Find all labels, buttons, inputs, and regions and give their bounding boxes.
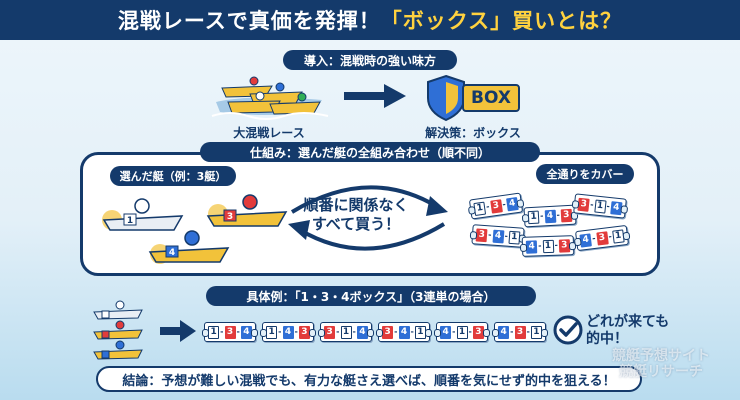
cover-all-label: 全通りをカバー — [536, 164, 634, 184]
title-bar: 混戦レースで真価を発揮！ 「ボックス」買いとは？ — [0, 0, 740, 40]
combo-1-3-4: 1- 3- 4 — [202, 322, 258, 342]
mechanism-center-text: 順番に関係なく すべて買う！ — [303, 196, 409, 233]
boat-3-number: 3 — [227, 212, 233, 222]
example-label: 具体例：「1・3・4ボックス」（3連単の場合） — [206, 286, 536, 306]
box-badge: BOX — [462, 84, 520, 112]
cycle-arrows-icon — [288, 185, 448, 251]
checkmark-icon — [553, 315, 583, 345]
mechanism-label: 仕組み：選んだ艇の全組み合わせ（順不同） — [200, 142, 540, 162]
intro-label: 導入：混戦時の強い味方 — [283, 50, 457, 70]
watermark-line1: 競艇予想サイト — [612, 348, 710, 364]
race-boats-illustration — [211, 76, 329, 120]
example-arrow-icon — [160, 320, 196, 342]
shield-icon — [427, 74, 465, 122]
title-highlight: 「ボックス」買いとは？ — [380, 9, 623, 33]
boat-4-number: 4 — [169, 248, 175, 258]
arrow-right-icon — [344, 84, 406, 108]
conclusion-text: 結論：予想が難しい混戦でも、有力な艇さえ選べば、順番を気にせず的中を狙える！ — [96, 366, 642, 392]
combo-3-4-1: 3- 4- 1 — [376, 322, 432, 342]
example-boats-illustration — [93, 300, 143, 360]
watermark-line2: 競艇リサーチ — [619, 364, 703, 380]
intro-left-caption: 大混戦レース — [233, 126, 305, 140]
selected-boats-label: 選んだ艇（例：3艇） — [110, 166, 236, 186]
combo-1-4-3: 1- 4- 3 — [260, 322, 316, 342]
combo-4-3-1: 4- 3- 1 — [492, 322, 548, 342]
combo-3-1-4: 3- 1- 4 — [318, 322, 374, 342]
boat-1-number: 1 — [127, 216, 133, 226]
ticket-1-4-3: 1- 4- 3 — [523, 204, 577, 228]
title-main: 混戦レースで真価を発揮！ — [117, 9, 381, 33]
ticket-3-4-1: 3- 4- 1 — [471, 224, 525, 248]
combo-4-1-3: 4- 1- 3 — [434, 322, 490, 342]
example-result-text: どれが来ても的中！ — [586, 314, 670, 347]
selected-boats-illustration: 1 3 4 — [102, 194, 288, 264]
watermark: 競艇予想サイト 競艇リサーチ — [596, 348, 726, 380]
ticket-4-1-3: 4- 1- 3 — [521, 235, 575, 257]
intro-right-caption: 解決策：ボックス — [425, 126, 521, 140]
